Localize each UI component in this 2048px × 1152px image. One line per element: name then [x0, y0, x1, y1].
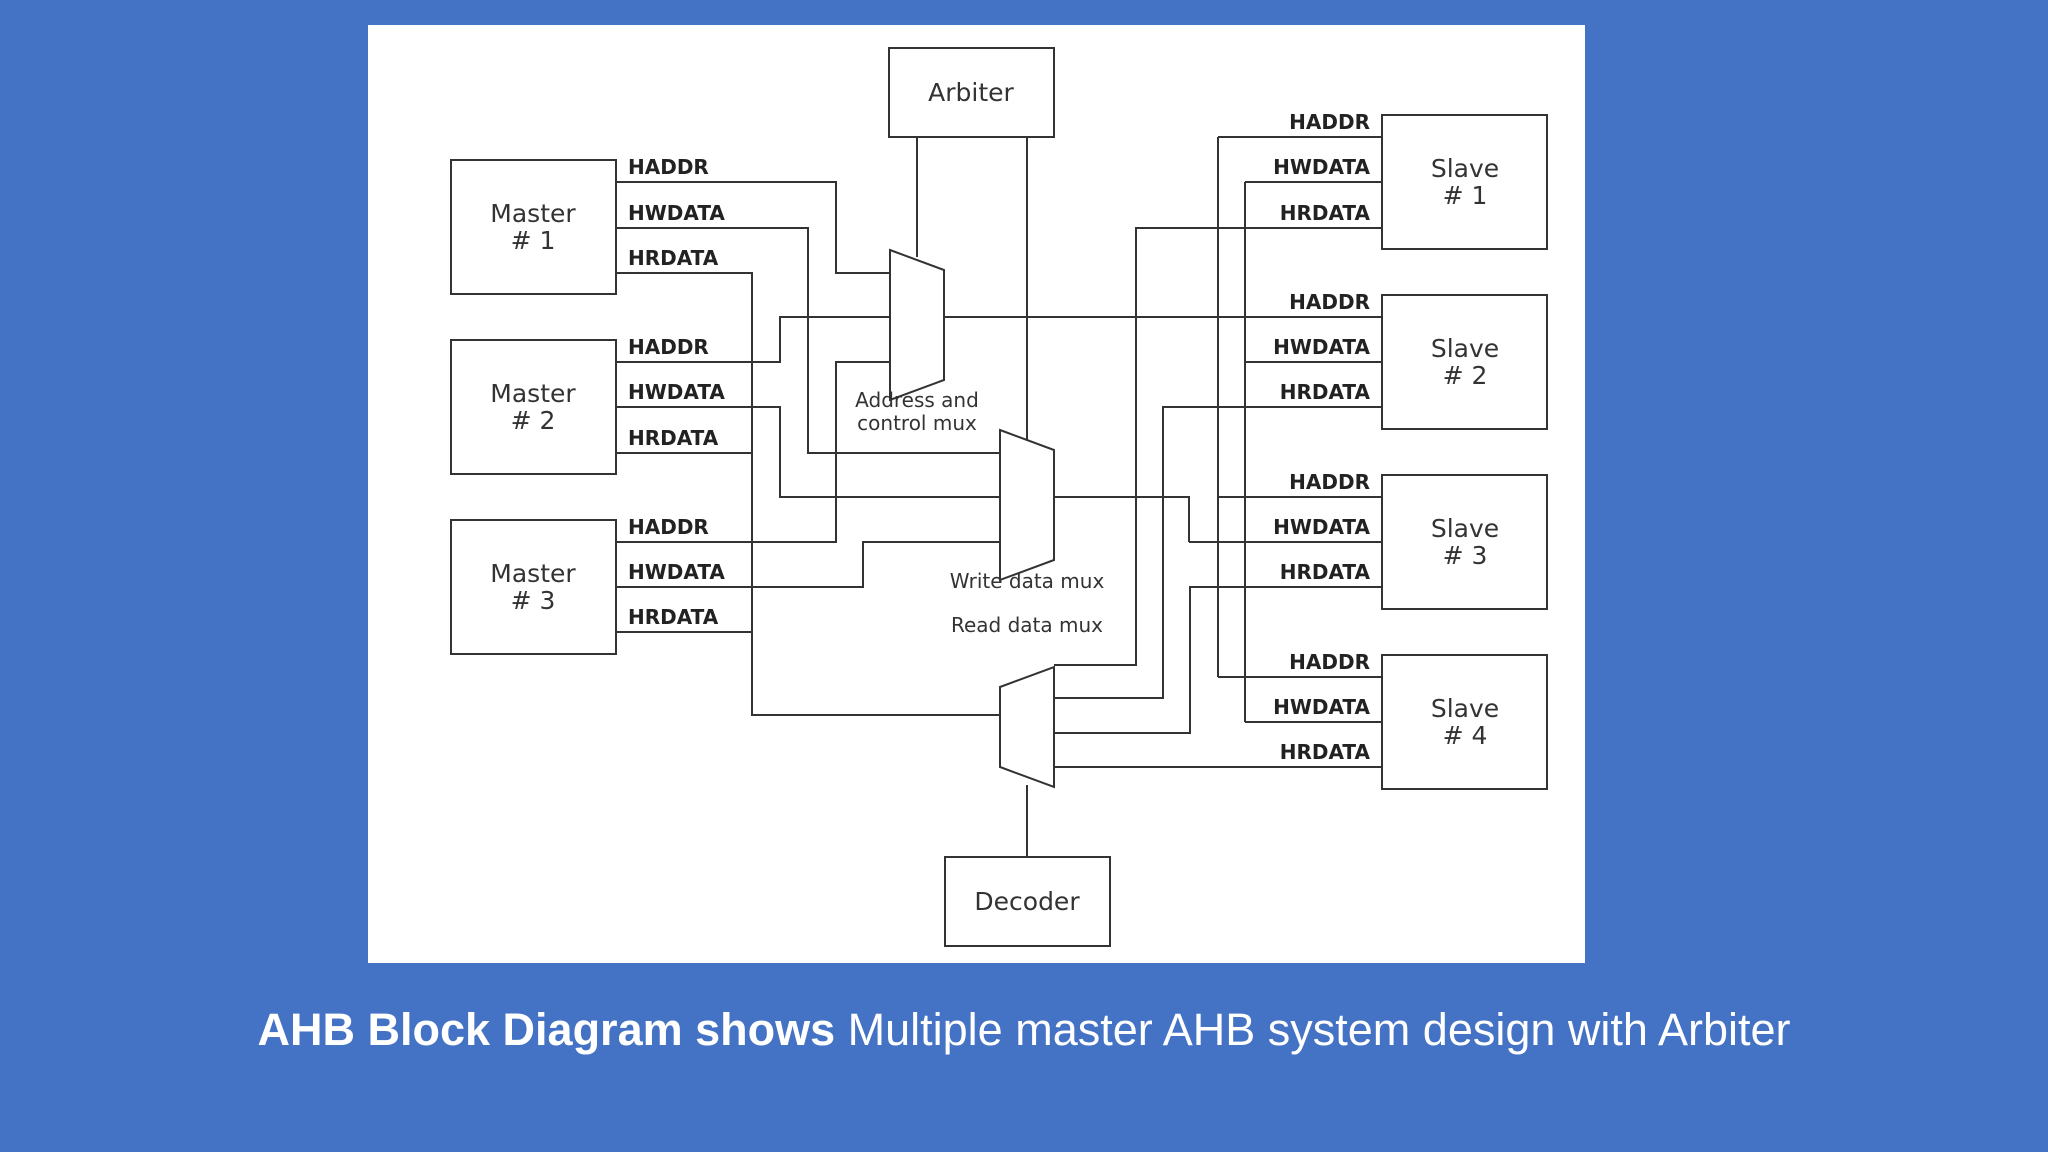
- wire-m1-hwdata: [616, 227, 1000, 454]
- decoder-block: Decoder: [944, 856, 1111, 947]
- wire-m1-haddr: [616, 181, 890, 274]
- s4-haddr-label: HADDR: [1289, 650, 1370, 674]
- s2-hwdata-label: HWDATA: [1273, 335, 1370, 359]
- slave-4-number: # 4: [1443, 721, 1488, 750]
- m2-hwdata-label: HWDATA: [628, 380, 725, 404]
- decoder-label: Decoder: [974, 887, 1080, 916]
- slide-caption: AHB Block Diagram shows Multiple master …: [0, 1004, 2048, 1056]
- slave-2-block: Slave # 2: [1381, 294, 1548, 430]
- s3-hrdata-label: HRDATA: [1280, 560, 1371, 584]
- wires: [616, 136, 1382, 857]
- wire-s3-hrdata: [1054, 586, 1382, 734]
- master-3-block: Master # 3: [450, 519, 617, 655]
- m1-hrdata-label: HRDATA: [628, 246, 719, 270]
- slave-3-number: # 3: [1443, 541, 1488, 570]
- s4-hwdata-label: HWDATA: [1273, 695, 1370, 719]
- master-2-number: # 2: [511, 406, 556, 435]
- master-1-label: Master: [490, 199, 576, 228]
- s4-hrdata-label: HRDATA: [1280, 740, 1371, 764]
- s1-haddr-label: HADDR: [1289, 110, 1370, 134]
- slave-2-number: # 2: [1443, 361, 1488, 390]
- master-1-number: # 1: [511, 226, 556, 255]
- address-control-mux: [889, 248, 945, 402]
- s3-haddr-label: HADDR: [1289, 470, 1370, 494]
- master-3-label: Master: [490, 559, 576, 588]
- read-data-mux: [999, 665, 1055, 789]
- s1-hwdata-label: HWDATA: [1273, 155, 1370, 179]
- wire-s2-hrdata: [1054, 406, 1382, 699]
- m3-hrdata-label: HRDATA: [628, 605, 719, 629]
- arbiter-label: Arbiter: [928, 78, 1014, 107]
- master-3-number: # 3: [511, 586, 556, 615]
- address-mux-label-line1: Address and: [855, 388, 979, 412]
- slave-signal-labels: HADDR HWDATA HRDATA HADDR HWDATA HRDATA …: [1273, 110, 1370, 764]
- read-mux-label: Read data mux: [951, 613, 1103, 637]
- master-1-block: Master # 1: [450, 159, 617, 295]
- s1-hrdata-label: HRDATA: [1280, 201, 1371, 225]
- write-mux-label: Write data mux: [950, 569, 1105, 593]
- s3-hwdata-label: HWDATA: [1273, 515, 1370, 539]
- wire-m2-hwdata: [616, 406, 1000, 498]
- wire-m3-haddr: [616, 361, 890, 543]
- master-signal-labels: HADDR HWDATA HRDATA HADDR HWDATA HRDATA …: [628, 155, 725, 629]
- slave-2-label: Slave: [1431, 334, 1499, 363]
- slave-3-block: Slave # 3: [1381, 474, 1548, 610]
- wire-s1-hrdata: [1054, 227, 1382, 666]
- m1-haddr-label: HADDR: [628, 155, 709, 179]
- caption-bold: AHB Block Diagram shows: [257, 1004, 836, 1055]
- arbiter-block: Arbiter: [888, 47, 1055, 138]
- s2-haddr-label: HADDR: [1289, 290, 1370, 314]
- wire-m1-hrdata: [616, 272, 1000, 716]
- wire-write-mux-out: [1054, 496, 1190, 542]
- slave-1-block: Slave # 1: [1381, 114, 1548, 250]
- slave-4-block: Slave # 4: [1381, 654, 1548, 790]
- slave-4-label: Slave: [1431, 694, 1499, 723]
- caption-normal: Multiple master AHB system design with A…: [835, 1004, 1791, 1055]
- ahb-block-diagram: Arbiter Decoder Master # 1 Master # 2 Ma…: [450, 47, 1548, 947]
- s2-hrdata-label: HRDATA: [1280, 380, 1371, 404]
- wire-m2-haddr: [616, 316, 890, 363]
- m2-hrdata-label: HRDATA: [628, 426, 719, 450]
- m1-hwdata-label: HWDATA: [628, 201, 725, 225]
- slave-3-label: Slave: [1431, 514, 1499, 543]
- master-2-block: Master # 2: [450, 339, 617, 475]
- master-2-label: Master: [490, 379, 576, 408]
- wire-m3-hwdata: [616, 541, 1000, 588]
- address-mux-label-line2: control mux: [857, 411, 977, 435]
- slave-1-label: Slave: [1431, 154, 1499, 183]
- slave-1-number: # 1: [1443, 181, 1488, 210]
- write-data-mux: [999, 428, 1055, 582]
- m2-haddr-label: HADDR: [628, 335, 709, 359]
- diagram-panel: Arbiter Decoder Master # 1 Master # 2 Ma…: [368, 25, 1585, 963]
- m3-hwdata-label: HWDATA: [628, 560, 725, 584]
- m3-haddr-label: HADDR: [628, 515, 709, 539]
